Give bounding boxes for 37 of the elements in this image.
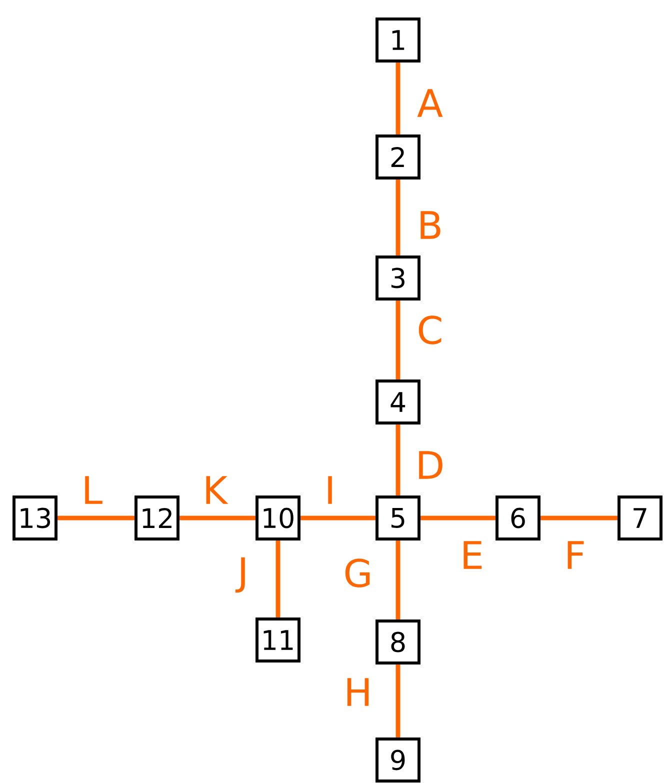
edge-label: E (464, 541, 482, 569)
edge-label: C (418, 316, 442, 344)
edge-label: A (417, 89, 443, 117)
connector-line (300, 516, 376, 520)
connector-line (396, 424, 400, 496)
connector-line (180, 516, 256, 520)
connector-line (420, 516, 496, 520)
connector-line (396, 62, 400, 134)
edge-label: L (85, 476, 102, 504)
connector-line (58, 516, 134, 520)
number-box: 13 (12, 496, 58, 540)
edge-label: H (347, 678, 369, 706)
number-box: 10 (256, 496, 300, 540)
connector-line (540, 516, 618, 520)
connector-line (396, 180, 400, 256)
connector-line (276, 540, 280, 618)
number-box: 6 (496, 496, 540, 540)
connector-line (396, 300, 400, 380)
edge-label: K (206, 476, 228, 504)
edge-label: F (568, 541, 584, 569)
edge-label: J (235, 557, 245, 593)
connector-line (396, 664, 400, 738)
edge-label: B (420, 211, 440, 239)
number-box: 2 (376, 134, 420, 180)
number-box: 12 (134, 496, 180, 540)
edge-label: G (345, 558, 370, 588)
number-box: 7 (618, 496, 662, 540)
number-box: 8 (376, 620, 420, 664)
number-box: 4 (376, 380, 420, 424)
number-box: 11 (256, 618, 300, 662)
edge-label: I (328, 476, 332, 504)
number-box: 5 (376, 496, 420, 540)
connector-line (396, 540, 400, 620)
number-box: 3 (376, 256, 420, 300)
number-box: 1 (376, 18, 420, 62)
number-box: 9 (376, 738, 420, 782)
edge-label: D (419, 451, 442, 479)
